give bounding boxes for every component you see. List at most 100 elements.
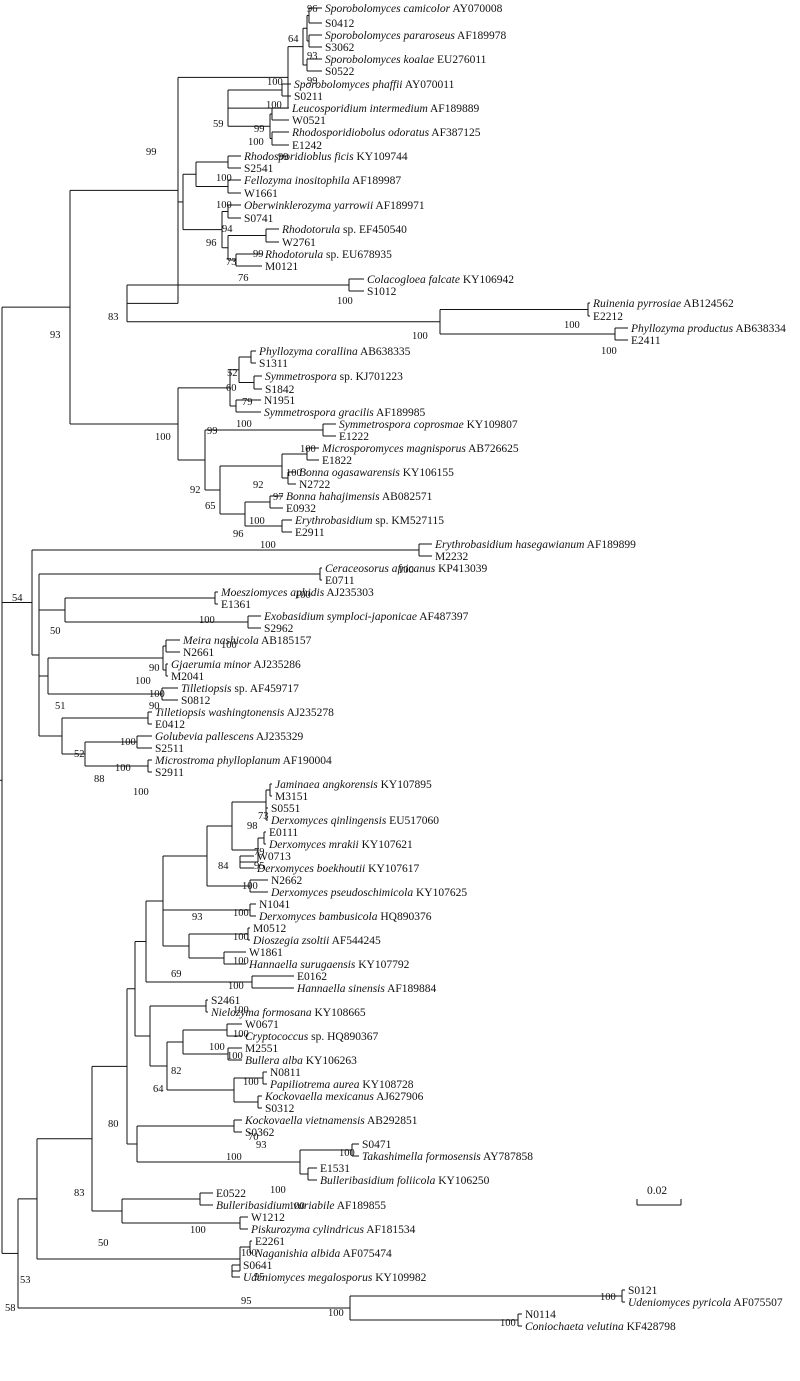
taxon-accession: KY107792 [355, 959, 409, 971]
support-value: 97 [273, 492, 284, 503]
taxon-accession: AB638334 [733, 323, 786, 335]
taxon-accession: KP413039 [435, 563, 487, 575]
support-value: 64 [288, 34, 299, 45]
taxon-label: E0522 [216, 1188, 246, 1200]
taxon-label: Ruinenia pyrrosiae AB124562 [592, 298, 734, 310]
taxon-accession: W2761 [282, 237, 316, 249]
taxon-name: Sporobolomyces pararoseus [325, 30, 455, 42]
taxon-label: S3062 [325, 42, 355, 54]
taxon-label: Bonna ogasawarensis KY106155 [299, 467, 454, 479]
support-value: 92 [190, 485, 201, 496]
taxon-name: Tilletiopsis [181, 683, 232, 695]
taxon-accession: KY106250 [435, 1175, 489, 1187]
taxon-name: Piskurozyma cylindricus [250, 1224, 364, 1236]
taxon-accession: AY787858 [481, 1151, 534, 1163]
taxon-label: Microsporomyces magnisporus AB726625 [321, 443, 519, 455]
taxon-accession: KY108665 [312, 1007, 366, 1019]
taxon-accession: E0111 [269, 827, 298, 839]
taxon-label: S1842 [265, 384, 295, 396]
support-value: 100 [228, 981, 244, 992]
taxon-name: Rhodotorula [281, 224, 340, 236]
support-value: 100 [289, 1201, 305, 1212]
taxon-label: Kockovaella mexicanus AJ627906 [264, 1091, 424, 1103]
taxon-label: Naganishia albida AF075474 [254, 1248, 392, 1260]
support-value: 100 [398, 565, 414, 576]
taxon-label: Gjaerumia minor AJ235286 [171, 659, 301, 671]
taxon-name: Cryptococcus [245, 1031, 309, 1043]
taxon-label: Bulleribasidium foliicola KY106250 [320, 1175, 490, 1187]
taxon-name: Bullera alba [245, 1055, 303, 1067]
taxon-name: Ceraceosorus africanus [325, 563, 436, 575]
taxon-accession: S0412 [325, 18, 355, 30]
taxon-name: Bulleribasidium variabile [216, 1200, 335, 1212]
support-value: 100 [328, 1308, 344, 1319]
taxon-label: Derxomyces pseudoschimicola KY107625 [270, 887, 467, 899]
taxon-accession: KF428798 [624, 1321, 676, 1333]
taxon-name: Bonna hahajimensis [286, 491, 380, 503]
taxon-accession: AF189884 [385, 983, 437, 995]
taxon-accession: N1041 [259, 899, 291, 911]
support-value: 100 [564, 320, 580, 331]
taxon-accession: S2511 [155, 743, 184, 755]
taxon-label: W1661 [244, 188, 278, 200]
taxon-label: N2722 [299, 479, 331, 491]
taxon-accession: S0741 [244, 213, 274, 225]
taxon-label: W2761 [282, 237, 316, 249]
taxon-name: Derxomyces boekhoutii [256, 863, 365, 875]
taxon-label: Erythrobasidium hasegawianum AF189899 [434, 539, 636, 551]
taxon-name: Bulleribasidium foliicola [320, 1175, 436, 1187]
taxon-label: N2662 [271, 875, 303, 887]
support-value: 69 [171, 969, 182, 980]
taxon-name: Udeniomyces pyricola [628, 1297, 731, 1309]
taxon-accession: M2232 [435, 551, 468, 563]
support-value: 93 [50, 330, 61, 341]
taxon-name: Symmetrospora gracilis [264, 407, 374, 419]
support-value: 100 [226, 1152, 242, 1163]
taxon-label: S2511 [155, 743, 184, 755]
taxon-accession: E0932 [286, 503, 316, 515]
taxon-accession: E2411 [631, 335, 661, 347]
taxon-label: Colacogloea falcate KY106942 [367, 274, 514, 286]
taxon-label: E2212 [593, 311, 623, 323]
taxon-label: W0713 [257, 851, 291, 863]
taxon-accession: N2661 [183, 647, 215, 659]
taxon-label: S0211 [294, 91, 323, 103]
taxon-accession: S2541 [244, 163, 274, 175]
taxon-accession: KY109982 [372, 1272, 426, 1284]
taxon-accession: E1361 [221, 599, 251, 611]
taxon-accession: E1531 [320, 1163, 350, 1175]
taxon-accession: AB292851 [365, 1115, 418, 1127]
taxon-accession: AY070008 [450, 3, 503, 15]
taxon-label: Tilletiopsis washingtonensis AJ235278 [155, 707, 334, 719]
taxon-label: Exobasidium symploci-japonicae AF487397 [263, 611, 469, 623]
taxon-accession: AF189899 [584, 539, 636, 551]
taxon-label: E0412 [155, 719, 185, 731]
taxon-accession: S0641 [243, 1260, 273, 1272]
support-value: 73 [258, 811, 269, 822]
support-value: 100 [216, 173, 232, 184]
taxon-label: S0641 [243, 1260, 273, 1272]
taxon-name: Tilletiopsis washingtonensis [155, 707, 285, 719]
support-value: 73 [226, 257, 237, 268]
support-value: 80 [108, 1119, 119, 1130]
support-value: 100 [266, 100, 282, 111]
taxon-accession: S0312 [265, 1103, 295, 1115]
taxon-accession: W0671 [245, 1019, 279, 1031]
taxon-accession: E1242 [292, 140, 322, 152]
taxon-label: M2041 [171, 671, 204, 683]
taxon-label: E1222 [339, 431, 369, 443]
taxon-accession: KY108728 [360, 1079, 414, 1091]
taxon-label: E1361 [221, 599, 251, 611]
taxon-label: Udeniomyces megalosporus KY109982 [243, 1272, 427, 1284]
support-value: 100 [260, 540, 276, 551]
scale-bar-label: 0.02 [647, 1185, 667, 1197]
support-value: 96 [307, 4, 318, 15]
taxon-label: Golubevia pallescens AJ235329 [155, 731, 303, 743]
taxon-name: Derxomyces bambusicola [258, 911, 378, 923]
taxon-label: N0811 [270, 1067, 301, 1079]
support-value: 96 [206, 238, 217, 249]
taxon-name: Rhodotorula [264, 249, 323, 261]
taxon-accession: sp. KM527115 [373, 515, 445, 527]
taxon-accession: N0811 [270, 1067, 301, 1079]
